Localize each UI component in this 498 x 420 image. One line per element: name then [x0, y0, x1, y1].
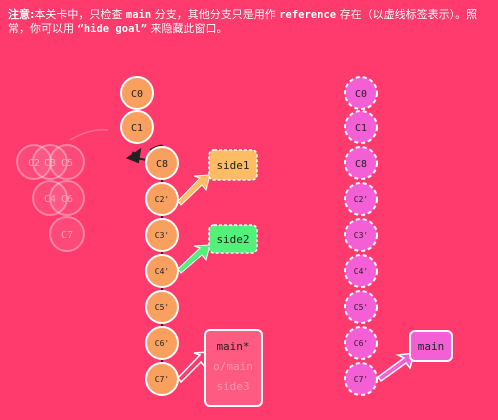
note-label: 注意:	[8, 8, 35, 21]
commit-label: C8	[156, 159, 168, 170]
ghost-commit: C2	[16, 144, 52, 180]
left-tree: C0 C1 C8 C2' C3' C4' C5' C6'	[120, 76, 179, 396]
goal-note: 注意:本关卡中，只检查 main 分支，其他分支只是用作 reference 存…	[8, 8, 492, 36]
ghost-commit: C5	[49, 144, 85, 180]
goal-commit-node: C6'	[344, 326, 378, 360]
commit-label: C7'	[155, 375, 169, 384]
branch-label: main	[418, 340, 445, 353]
note-text-4: 来隐藏此窗口。	[147, 22, 228, 35]
branch-arrow-icon	[177, 351, 209, 384]
commit-node[interactable]: C2'	[145, 182, 179, 216]
ghost-commit: C4	[32, 180, 68, 216]
goal-commit-node: C7'	[344, 362, 378, 396]
commit-label: C5'	[354, 303, 368, 312]
branch-label: main*	[216, 340, 249, 353]
ghost-commit-label: C7	[61, 230, 73, 241]
rebase-arrow-icon	[125, 147, 142, 164]
branch-label-faded: side3	[216, 380, 249, 393]
commit-label: C4'	[155, 267, 169, 276]
goal-tree: C0 C1 C8 C2' C3' C4' C5' C6'	[344, 76, 378, 396]
ghost-commits: C2 C3 C5 C4 C6 C7	[16, 128, 109, 252]
commit-label: C2'	[155, 195, 169, 204]
ghost-commit-label: C3	[44, 158, 56, 169]
commit-label: C3'	[354, 231, 368, 240]
branch-label-faded: o/main	[213, 360, 253, 373]
commit-label: C5'	[155, 303, 169, 312]
ghost-link	[69, 128, 109, 141]
note-text-3: 存在（以虚线标签表示）。照常，你可以用	[8, 8, 478, 35]
commit-node[interactable]: C5'	[145, 290, 179, 324]
ghost-commit: C7	[49, 216, 85, 252]
branch-arrow-icon	[177, 244, 211, 274]
commit-node[interactable]: C3'	[145, 218, 179, 252]
note-text-2: 分支，其他分支只是用作	[151, 8, 280, 21]
commit-label: C3'	[155, 231, 169, 240]
branch-label: side1	[216, 159, 249, 172]
commit-label: C6'	[155, 339, 169, 348]
commit-node[interactable]: C0	[120, 76, 154, 110]
commit-node[interactable]: C8	[145, 146, 179, 180]
ghost-commit: C6	[49, 180, 85, 216]
note-code-hide-goal: “hide goal”	[77, 23, 148, 35]
commit-label: C1	[355, 123, 367, 134]
goal-branch-tag-main: main	[376, 330, 453, 383]
commit-node[interactable]: C1	[120, 110, 154, 144]
commit-label: C0	[131, 89, 143, 100]
branch-tag-side2[interactable]: side2	[177, 224, 258, 274]
goal-commit-node: C4'	[344, 254, 378, 288]
ghost-commit-label: C5	[61, 158, 73, 169]
commit-label: C7'	[354, 375, 368, 384]
branch-arrow-icon	[177, 174, 211, 206]
note-code-main: main	[125, 9, 152, 21]
ghost-commit-label: C4	[44, 194, 56, 205]
commit-label: C0	[355, 89, 367, 100]
commit-label: C2'	[354, 195, 368, 204]
goal-commit-node: C2'	[344, 182, 378, 216]
ghost-commit: C3	[32, 144, 68, 180]
goal-commit-node: C3'	[344, 218, 378, 252]
commit-label: C1	[131, 123, 143, 134]
commit-label: C8	[355, 159, 367, 170]
goal-commit-node: C0	[344, 76, 378, 110]
branch-tag-main-left[interactable]: main* o/main side3	[177, 329, 263, 407]
commit-label: C4'	[354, 267, 368, 276]
goal-commit-node: C1	[344, 110, 378, 144]
branch-tag-side1[interactable]: side1	[177, 149, 258, 206]
branch-arrow-icon	[376, 352, 416, 383]
ghost-commit-label: C6	[61, 194, 73, 205]
goal-commit-node: C8	[344, 146, 378, 180]
note-text-1: 本关卡中，只检查	[34, 8, 126, 21]
branch-label: side2	[216, 233, 249, 246]
commit-label: C6'	[354, 339, 368, 348]
commit-node[interactable]: C6'	[145, 326, 179, 360]
commit-node[interactable]: C7'	[145, 362, 179, 396]
note-code-reference: reference	[279, 9, 337, 21]
ghost-commit-label: C2	[28, 158, 40, 169]
commit-node[interactable]: C4'	[145, 254, 179, 288]
goal-commit-node: C5'	[344, 290, 378, 324]
